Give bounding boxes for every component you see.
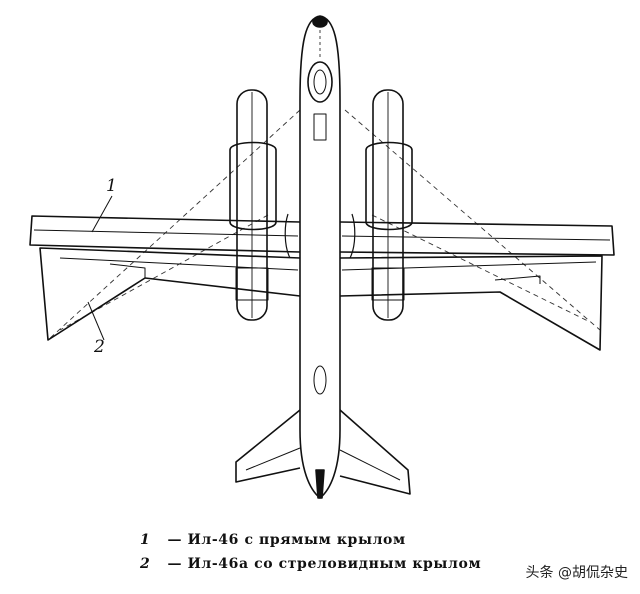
tailplane: [235, 409, 411, 495]
engine-nacelle-left: [229, 89, 277, 321]
callout-label-swept-wing: 2: [94, 337, 105, 357]
swept-wing: [39, 247, 603, 351]
wing-root-fairings: [284, 213, 356, 259]
callout-label-straight-wing: 1: [106, 176, 117, 196]
legend-text: Ил-46а со стреловидным крылом: [187, 556, 482, 572]
legend-text: Ил-46 с прямым крылом: [187, 532, 406, 548]
callout-leaders: [87, 195, 113, 341]
legend-dash: —: [167, 556, 183, 572]
legend-number: 2: [140, 556, 151, 572]
legend-number: 1: [140, 532, 151, 548]
legend-item: 1 — Ил-46 с прямым крылом: [140, 532, 406, 548]
watermark: 头条 @胡侃杂史: [525, 565, 628, 581]
legend-dash: —: [167, 532, 183, 548]
engine-nacelle-right: [365, 89, 413, 321]
legend-item: 2 — Ил-46а со стреловидным крылом: [140, 556, 481, 572]
fuselage: [299, 15, 341, 499]
straight-wing: [29, 215, 615, 256]
